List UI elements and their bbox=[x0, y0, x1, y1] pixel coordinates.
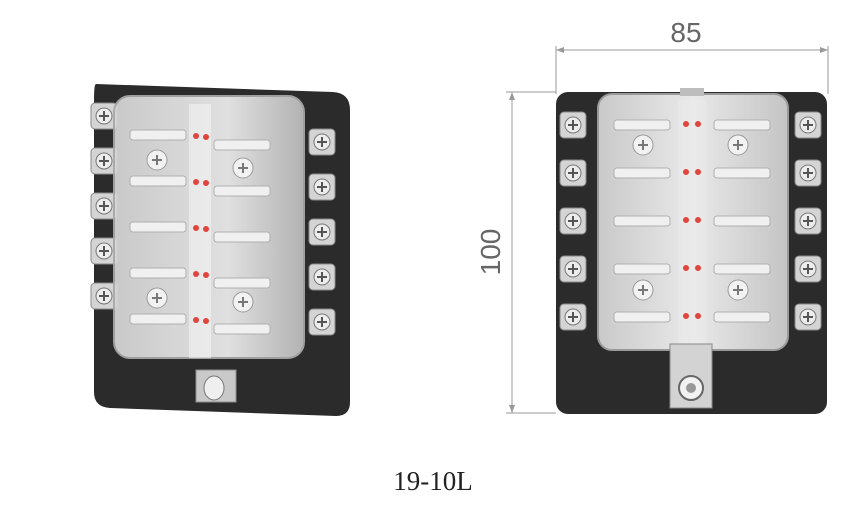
fuse-slot bbox=[613, 215, 671, 227]
fuse-slot bbox=[213, 323, 271, 335]
width-label: 85 bbox=[670, 17, 701, 48]
led-dot bbox=[193, 133, 199, 139]
led-dot bbox=[193, 317, 199, 323]
height-label: 100 bbox=[475, 229, 506, 276]
fuse-slot bbox=[213, 139, 271, 151]
screw-post bbox=[146, 149, 254, 313]
fuse-slot bbox=[713, 263, 771, 275]
screw-terminal bbox=[559, 111, 587, 139]
model-label: 19-10L bbox=[393, 466, 473, 496]
fuse-slot bbox=[213, 231, 271, 243]
fuse-slot bbox=[129, 221, 187, 233]
height-dimension: 100 bbox=[475, 91, 556, 414]
led-dot bbox=[695, 121, 701, 127]
front-view: 85 100 bbox=[475, 17, 829, 414]
led-dot bbox=[695, 217, 701, 223]
screw-terminal bbox=[90, 192, 118, 220]
terminal-column-left-front bbox=[559, 111, 587, 331]
screw-terminal bbox=[90, 237, 118, 265]
terminal-column-left bbox=[90, 102, 118, 310]
screw-terminal bbox=[308, 128, 336, 156]
screw-terminal bbox=[794, 303, 822, 331]
fuse-slot bbox=[713, 167, 771, 179]
led-dot bbox=[695, 169, 701, 175]
led-dot bbox=[203, 134, 209, 140]
led-dot bbox=[193, 225, 199, 231]
screw-terminal bbox=[559, 255, 587, 283]
led-dot bbox=[695, 265, 701, 271]
led-dot bbox=[203, 272, 209, 278]
screw-terminal bbox=[90, 102, 118, 130]
fuse-slot bbox=[613, 311, 671, 323]
ground-stud bbox=[195, 369, 237, 403]
led-indicators bbox=[193, 133, 209, 324]
fuse-slot bbox=[613, 119, 671, 131]
fuse-slot bbox=[129, 175, 187, 187]
screw-terminal bbox=[794, 255, 822, 283]
screw-terminal bbox=[794, 111, 822, 139]
led-dot bbox=[193, 271, 199, 277]
terminal-column-right-front bbox=[794, 111, 822, 331]
fuse-slot bbox=[713, 311, 771, 323]
fuse-slot bbox=[713, 119, 771, 131]
led-dot bbox=[683, 121, 689, 127]
terminal-column-right bbox=[308, 128, 336, 336]
screw-terminal bbox=[308, 308, 336, 336]
screw-terminal bbox=[794, 159, 822, 187]
fuse-slot bbox=[613, 263, 671, 275]
led-indicators-front bbox=[683, 121, 701, 319]
led-dot bbox=[203, 180, 209, 186]
fuse-slot bbox=[129, 267, 187, 279]
screw-terminal bbox=[559, 159, 587, 187]
screw-terminal bbox=[308, 218, 336, 246]
fuse-slot bbox=[129, 129, 187, 141]
screw-terminal bbox=[308, 263, 336, 291]
width-dimension: 85 bbox=[555, 17, 829, 94]
led-dot bbox=[683, 265, 689, 271]
led-dot bbox=[683, 313, 689, 319]
fuse-slots bbox=[129, 129, 271, 335]
perspective-view bbox=[90, 84, 350, 416]
led-dot bbox=[193, 179, 199, 185]
cover-tab bbox=[680, 88, 704, 96]
fuse-slots-front bbox=[613, 119, 771, 323]
fuse-slot bbox=[213, 185, 271, 197]
cover-ridge-front bbox=[678, 100, 706, 348]
led-dot bbox=[683, 169, 689, 175]
screw-terminal bbox=[794, 207, 822, 235]
fuse-slot bbox=[129, 313, 187, 325]
cover-ridge bbox=[189, 104, 211, 358]
fuse-slot bbox=[713, 215, 771, 227]
screw-post-front bbox=[632, 134, 749, 301]
led-dot bbox=[695, 313, 701, 319]
screw-terminal bbox=[559, 303, 587, 331]
led-dot bbox=[683, 217, 689, 223]
ground-stud-front bbox=[669, 343, 713, 409]
led-dot bbox=[203, 226, 209, 232]
screw-terminal bbox=[90, 147, 118, 175]
fuse-slot bbox=[213, 277, 271, 289]
led-dot bbox=[203, 318, 209, 324]
screw-terminal bbox=[559, 207, 587, 235]
screw-terminal bbox=[90, 282, 118, 310]
screw-terminal bbox=[308, 173, 336, 201]
fuse-slot bbox=[613, 167, 671, 179]
